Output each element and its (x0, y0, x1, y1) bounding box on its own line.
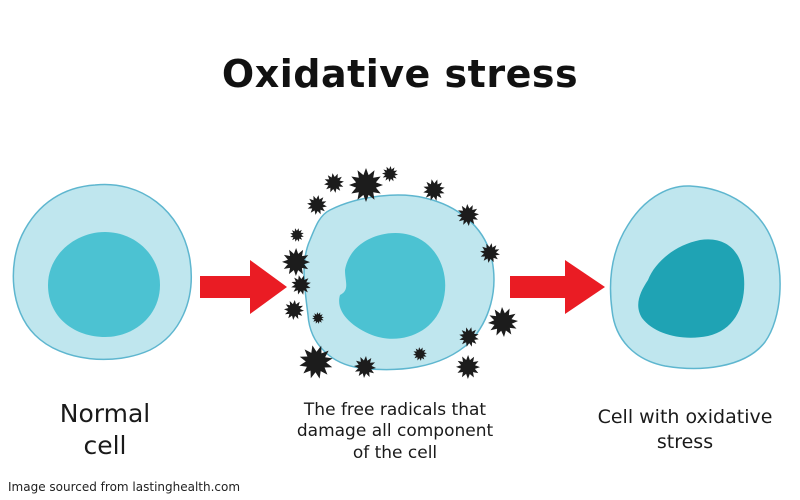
caption-line: of the cell (352, 442, 438, 463)
caption-line: Cell with oxidative (597, 406, 773, 428)
free-radical (290, 228, 304, 242)
free-radical (413, 347, 427, 361)
free-radical (284, 300, 304, 320)
free-radical (457, 204, 479, 226)
caption-line: Normal (59, 399, 151, 428)
source-credit: Image sourced from lastinghealth.com (8, 480, 241, 494)
free-radical (382, 166, 398, 182)
free-radical (307, 195, 327, 215)
free-radical (349, 168, 383, 202)
diagram-title: Oxidative stress (221, 52, 579, 96)
caption-line: cell (83, 431, 127, 460)
free-radical (299, 345, 333, 379)
free-radical (423, 179, 445, 201)
caption-free-radicals: The free radicals that damage all compon… (270, 400, 520, 464)
free-radical (282, 248, 310, 276)
free-radical (488, 307, 518, 337)
free-radical (459, 327, 479, 347)
free-radical (456, 355, 480, 379)
caption-line: damage all component (296, 421, 494, 442)
attacked-cell (303, 194, 495, 371)
free-radical (480, 243, 500, 263)
caption-stressed-cell: Cell with oxidative stress (585, 405, 785, 454)
stressed-cell-nucleus (638, 239, 745, 338)
free-radicals (282, 166, 518, 379)
normal-cell-nucleus (48, 232, 160, 337)
arrow-to-radicals (200, 260, 287, 314)
free-radical (312, 312, 324, 324)
arrow-to-stressed (510, 260, 605, 314)
caption-line: stress (656, 430, 714, 453)
stressed-cell (609, 185, 781, 370)
free-radical (324, 173, 344, 193)
free-radical (354, 356, 376, 378)
free-radical (291, 275, 311, 295)
caption-line: The free radicals that (303, 400, 487, 420)
attacked-cell-nucleus (339, 233, 446, 339)
normal-cell (12, 183, 192, 361)
caption-normal-cell: Normal cell (40, 398, 170, 462)
